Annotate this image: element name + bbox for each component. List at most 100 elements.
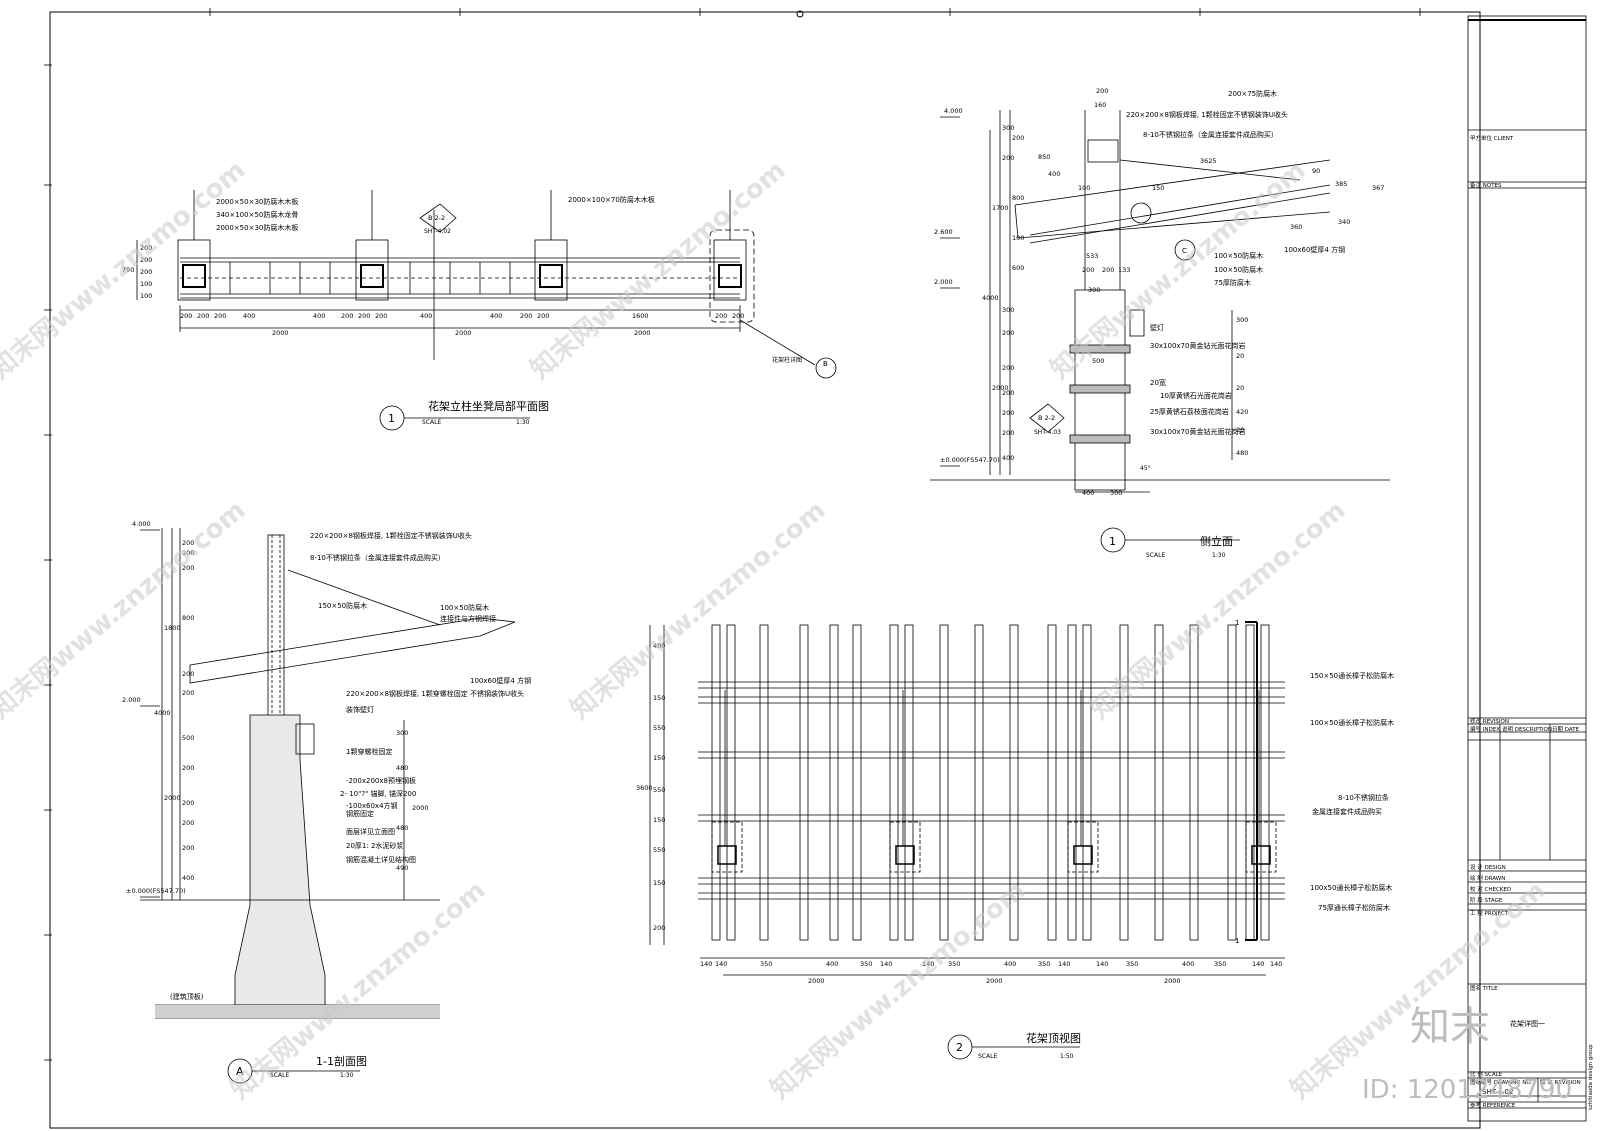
svg-text:2000: 2000 — [808, 977, 825, 985]
side-scale-label: SCALE — [1146, 552, 1165, 559]
plan-label-3: 2000×50×30防腐木木板 — [216, 223, 298, 232]
svg-text:350: 350 — [948, 960, 960, 968]
svg-text:100: 100 — [1012, 234, 1024, 242]
tb-title-value: 花架详图一 — [1510, 1019, 1545, 1028]
top-section-mark-bottom: 1 — [1235, 937, 1239, 945]
svg-text:20宽: 20宽 — [1150, 378, 1166, 387]
side-elevation — [930, 110, 1390, 553]
svg-text:4000: 4000 — [982, 294, 999, 302]
plan-scale: 1:30 — [516, 419, 530, 426]
tb-drawn: 绘 制 DRAWN — [1470, 874, 1505, 882]
svg-text:200: 200 — [182, 564, 194, 572]
plan-detail-mark: B — [823, 360, 828, 368]
svg-text:400: 400 — [1182, 960, 1194, 968]
svg-text:340: 340 — [1338, 218, 1350, 226]
svg-text:400: 400 — [313, 312, 325, 320]
svg-text:550: 550 — [653, 724, 665, 732]
svg-text:200: 200 — [1002, 329, 1014, 337]
plan-num: 1 — [388, 412, 395, 425]
svg-text:400: 400 — [1004, 960, 1016, 968]
svg-text:200: 200 — [1096, 87, 1108, 95]
svg-text:200: 200 — [1002, 364, 1014, 372]
svg-text:3625: 3625 — [1200, 157, 1217, 165]
svg-text:200: 200 — [358, 312, 370, 320]
svg-text:75厚防腐木: 75厚防腐木 — [1214, 278, 1251, 287]
section-scale-label: SCALE — [270, 1072, 289, 1079]
top-rafter — [1082, 624, 1092, 941]
svg-text:100: 100 — [140, 280, 152, 288]
top-rafter — [974, 624, 984, 941]
svg-text:550: 550 — [653, 846, 665, 854]
top-dims-bottom: 140 140 350 400 350 140 140 350 400 350 … — [700, 960, 1282, 985]
tb-drawing-no: 图纸编号 DRAWING NO. — [1470, 1078, 1532, 1086]
tb-title: 图名 TITLE — [1470, 984, 1498, 992]
svg-text:(建筑顶板): (建筑顶板) — [170, 992, 204, 1001]
top-rafter — [1009, 624, 1019, 941]
tb-rev-col-3: 日期 DATE — [1552, 726, 1580, 733]
plan-detail-ref: 花架柱详图 — [772, 356, 802, 364]
top-rafter — [939, 624, 949, 941]
top-section-mark-top: 1 — [1235, 619, 1239, 627]
svg-text:150: 150 — [653, 754, 665, 762]
svg-text:8-10不锈钢拉条（金属连接套件成品购买）: 8-10不锈钢拉条（金属连接套件成品购买） — [1143, 130, 1278, 139]
svg-text:200: 200 — [182, 764, 194, 772]
svg-text:2- 10"?" 锚脚, 锚深200: 2- 10"?" 锚脚, 锚深200 — [340, 789, 416, 798]
tb-revision: 修改 REVISION — [1470, 717, 1509, 725]
top-scale: 1:50 — [1060, 1053, 1074, 1060]
svg-text:10厚黄锈石光面花岗岩: 10厚黄锈石光面花岗岩 — [1160, 391, 1232, 400]
svg-text:4000: 4000 — [154, 709, 171, 717]
sheet-border — [49, 11, 1481, 1129]
tb-client: 甲方单位 CLIENT — [1470, 134, 1514, 142]
plan-label-4: 2000×100×70防腐木木板 — [568, 195, 655, 204]
side-title: 侧立面 — [1200, 534, 1233, 548]
svg-text:连接件与方钢焊接: 连接件与方钢焊接 — [440, 614, 496, 623]
svg-text:350: 350 — [760, 960, 772, 968]
top-rafter — [829, 624, 839, 941]
svg-text:75厚通长樟子松防腐木: 75厚通长樟子松防腐木 — [1318, 903, 1390, 912]
svg-text:20厚1: 2水泥砂浆: 20厚1: 2水泥砂浆 — [346, 841, 403, 850]
svg-text:200: 200 — [182, 689, 194, 697]
svg-text:100×50防腐木: 100×50防腐木 — [1214, 265, 1263, 274]
svg-text:金属连接套件成品购买: 金属连接套件成品购买 — [1312, 807, 1382, 816]
svg-text:2000: 2000 — [634, 329, 651, 337]
tb-stage: 阶 段 STAGE — [1470, 896, 1503, 904]
svg-text:300: 300 — [1002, 124, 1014, 132]
side-section-sheet: SHT-4.03 — [1034, 429, 1061, 436]
section-dims-right: 300 480 480 490 2000 — [396, 729, 429, 872]
svg-text:220×200×8钢板焊接, 1颗栓固定不锈钢装饰U收头: 220×200×8钢板焊接, 1颗栓固定不锈钢装饰U收头 — [310, 531, 472, 540]
svg-text:200: 200 — [140, 244, 152, 252]
svg-text:790: 790 — [122, 266, 134, 274]
brand-logo: 知末 — [1410, 1004, 1490, 1050]
svg-text:30x100x70黄金钻光面花岗岩: 30x100x70黄金钻光面花岗岩 — [1150, 427, 1245, 436]
svg-text:140: 140 — [1096, 960, 1108, 968]
svg-text:150: 150 — [1152, 184, 1164, 192]
svg-text:-100x60x4方钢: -100x60x4方钢 — [346, 801, 398, 810]
svg-text:200: 200 — [1002, 154, 1014, 162]
svg-text:壁灯: 壁灯 — [1150, 323, 1164, 332]
svg-text:200: 200 — [140, 268, 152, 276]
svg-text:200: 200 — [1002, 429, 1014, 437]
svg-text:400: 400 — [653, 642, 665, 650]
svg-text:400: 400 — [1002, 454, 1014, 462]
svg-text:400: 400 — [1082, 489, 1094, 497]
tb-rev-col-1: 编号 INDEX — [1470, 725, 1500, 733]
svg-text:350: 350 — [1038, 960, 1050, 968]
side-labels: 200×75防腐木 220×200×8钢板焊接, 1颗栓固定不锈钢装饰U收头 8… — [1126, 89, 1345, 436]
svg-text:2000: 2000 — [986, 977, 1003, 985]
svg-text:2000: 2000 — [412, 804, 429, 812]
border-ticks — [44, 8, 1421, 1061]
side-angle: 45° — [1140, 465, 1151, 472]
svg-text:150: 150 — [653, 816, 665, 824]
svg-text:200: 200 — [341, 312, 353, 320]
svg-text:200: 200 — [197, 312, 209, 320]
svg-text:25厚黄锈石荔枝面花岗岩: 25厚黄锈石荔枝面花岗岩 — [1150, 407, 1229, 416]
svg-text:220×200×8钢板焊接, 1颗栓固定不锈钢装饰U收头: 220×200×8钢板焊接, 1颗栓固定不锈钢装饰U收头 — [1126, 110, 1288, 119]
plan-scale-label: SCALE — [422, 419, 441, 426]
section-scale: 1:30 — [340, 1072, 354, 1079]
svg-text:420: 420 — [1236, 408, 1248, 416]
svg-text:钢筋固定: 钢筋固定 — [346, 809, 374, 818]
tb-vertical-text: szhitiaoda design group — [1588, 1044, 1594, 1110]
svg-text:150: 150 — [653, 694, 665, 702]
top-rafter — [1047, 624, 1057, 941]
